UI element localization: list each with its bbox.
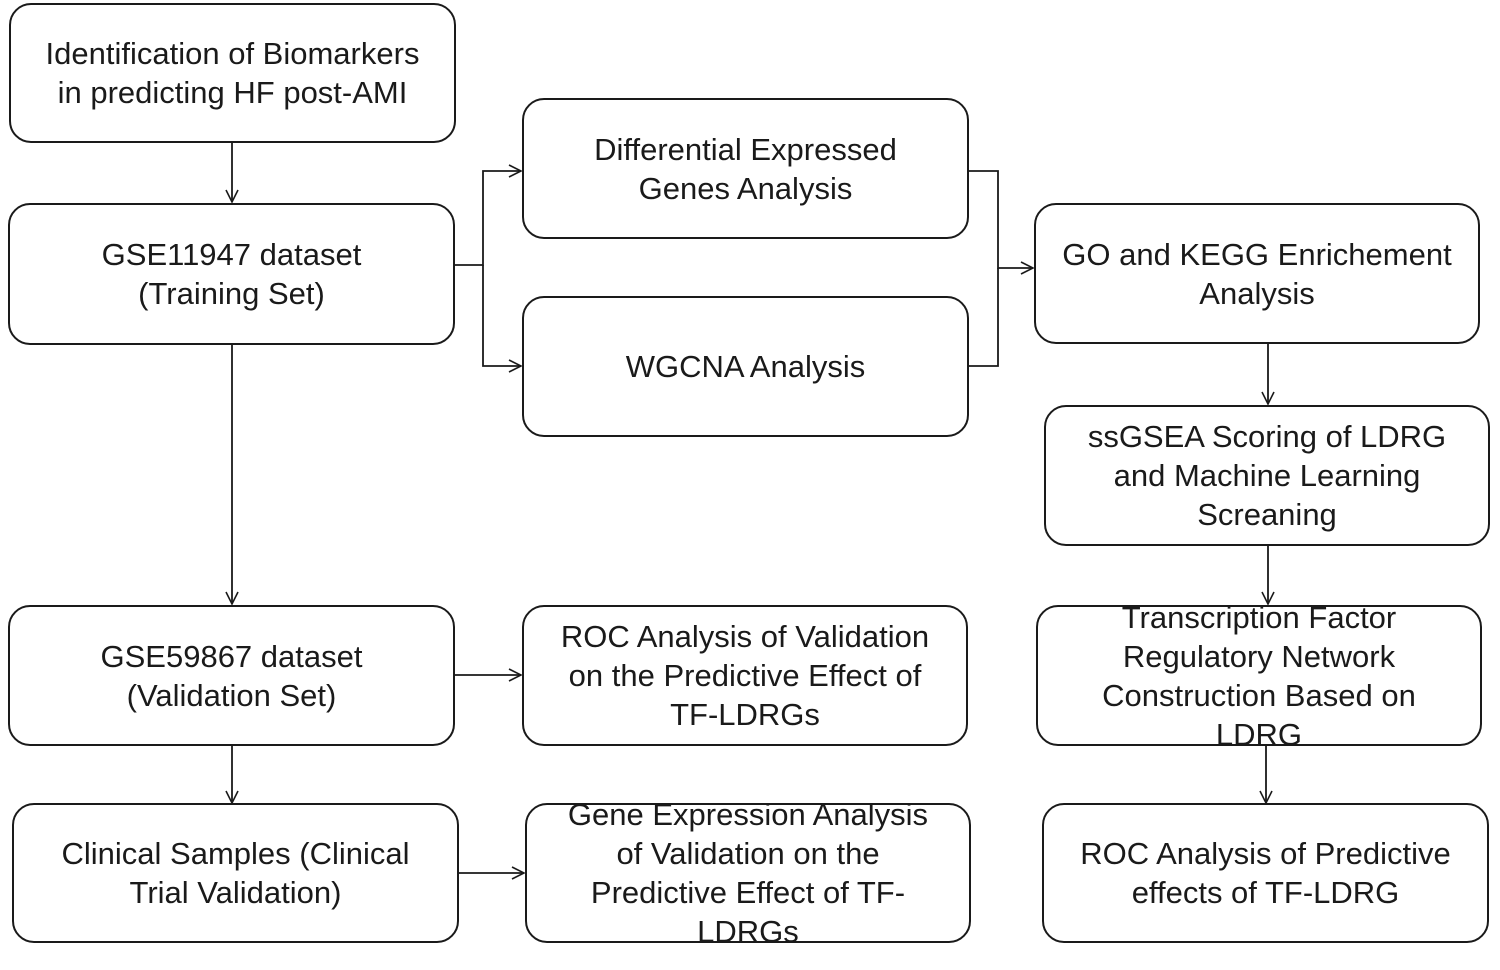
node-validation-set: GSE59867 dataset (Validation Set) bbox=[8, 605, 455, 746]
node-label: Transcription Factor Regulatory Network … bbox=[1102, 599, 1416, 752]
node-label: ROC Analysis of Validation on the Predic… bbox=[560, 619, 930, 732]
node-training-set: GSE11947 dataset (Training Set) bbox=[8, 203, 455, 345]
node-wgcna-analysis: WGCNA Analysis bbox=[522, 296, 969, 437]
node-tf-regulatory-network: Transcription Factor Regulatory Network … bbox=[1036, 600, 1482, 752]
node-label: Clinical Samples (Clinical Trial Validat… bbox=[61, 836, 410, 910]
node-label: GSE11947 dataset (Training Set) bbox=[101, 237, 362, 311]
node-roc-validation: ROC Analysis of Validation on the Predic… bbox=[522, 605, 968, 746]
node-identification-of-biomarkers: Identification of Biomarkers in predicti… bbox=[9, 3, 456, 143]
node-ssgsea-scoring: ssGSEA Scoring of LDRG and Machine Learn… bbox=[1044, 405, 1490, 546]
arrow-deg-to-go-kegg bbox=[969, 170, 1033, 268]
arrow-train-to-deg bbox=[455, 171, 521, 266]
node-roc-predictive-effects: ROC Analysis of Predictive effects of TF… bbox=[1042, 803, 1489, 943]
node-label: GO and KEGG Enrichement Analysis bbox=[1062, 236, 1452, 311]
node-label: Identification of Biomarkers in predicti… bbox=[45, 36, 420, 110]
node-gene-expression-analysis: Gene Expression Analysis of Validation o… bbox=[525, 797, 971, 949]
node-label: Differential Expressed Genes Analysis bbox=[594, 131, 897, 206]
node-deg-analysis: Differential Expressed Genes Analysis bbox=[522, 98, 969, 239]
node-label: GSE59867 dataset (Validation Set) bbox=[100, 638, 363, 713]
arrow-wgcna-to-go-kegg bbox=[969, 268, 999, 367]
node-label: WGCNA Analysis bbox=[625, 349, 866, 384]
node-label: ROC Analysis of Predictive effects of TF… bbox=[1080, 836, 1451, 910]
node-label: ssGSEA Scoring of LDRG and Machine Learn… bbox=[1087, 419, 1447, 532]
node-label: Gene Expression Analysis of Validation o… bbox=[567, 797, 929, 949]
node-go-kegg-enrichment: GO and KEGG Enrichement Analysis bbox=[1034, 203, 1480, 344]
arrow-train-to-wgcna bbox=[482, 265, 521, 366]
node-clinical-samples: Clinical Samples (Clinical Trial Validat… bbox=[12, 803, 459, 943]
